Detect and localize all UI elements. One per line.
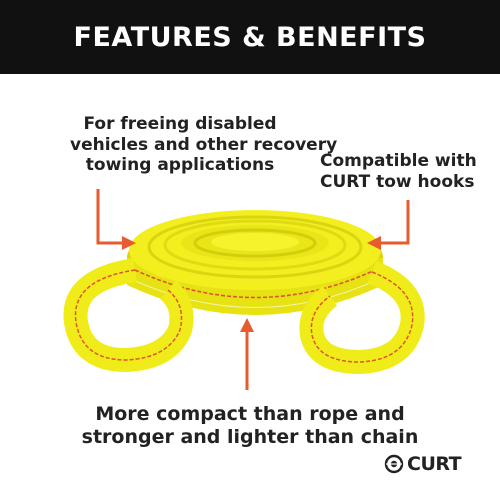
arrow-to-coil-left — [96, 189, 136, 250]
curt-ring-logo-icon — [384, 454, 404, 474]
arrow-to-coil-right — [367, 200, 410, 250]
callout-recovery-line: towing applications — [85, 155, 275, 176]
callout-compatibility-line: Compatible with — [320, 151, 477, 171]
header-banner: FEATURES & BENEFITS — [0, 0, 500, 74]
tow-strap-right-loop — [299, 260, 425, 374]
callout-recovery-line: For freeing disabled — [83, 114, 277, 134]
tow-strap-left-loop — [63, 258, 194, 372]
brand-name: CURT — [407, 453, 462, 475]
brand-logo: CURT — [384, 453, 462, 475]
callout-compatibility-line: CURT tow hooks — [320, 171, 475, 192]
callout-compact: More compact than rope and stronger and … — [40, 403, 460, 449]
arrow-to-coil-bottom — [240, 318, 254, 390]
callout-compact-line: stronger and lighter than chain — [81, 426, 419, 449]
callout-compact-line: More compact than rope and — [95, 403, 405, 425]
callout-recovery: For freeing disabled vehicles and other … — [70, 114, 338, 176]
callout-compatibility: Compatible with CURT tow hooks — [320, 151, 500, 192]
callout-recovery-line: vehicles and other recovery — [70, 134, 338, 155]
banner-title: FEATURES & BENEFITS — [73, 21, 427, 53]
